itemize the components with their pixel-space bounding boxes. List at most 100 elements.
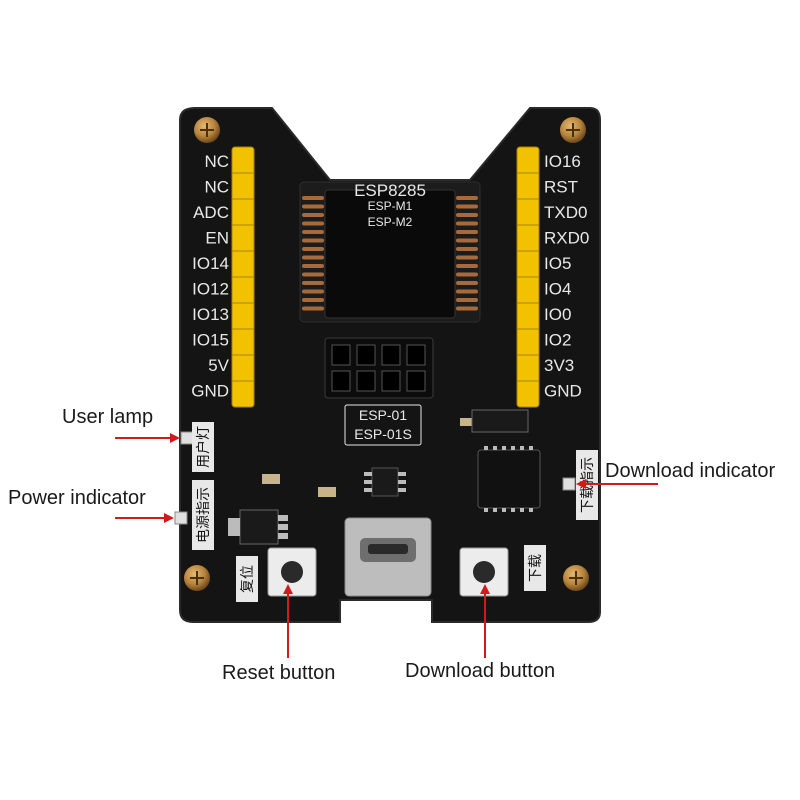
spring-pin [456,298,478,302]
left-pin-label: EN [205,229,229,248]
left-pin-label: NC [204,152,229,171]
socket-hole [406,344,426,366]
silk-download-btn: 下载 [528,554,544,582]
spring-pin [302,230,324,234]
left-pin-label: IO13 [192,305,229,324]
spring-pin [302,238,324,243]
chip-pin [520,508,524,512]
silk-reset-box: 复位 [236,556,258,602]
spring-pin [302,289,324,294]
right-pin-label: TXD0 [544,203,587,222]
spring-pin [302,196,324,200]
voltage-regulator [228,509,288,545]
user-lamp-led [180,431,194,445]
spring-pin [456,247,478,251]
spring-pin [456,221,478,226]
esp01-label: ESP-01 [359,407,407,423]
power-indicator-led [174,511,188,525]
left-pin-label: ADC [193,203,229,222]
spring-pin [302,255,324,260]
chip-pin [511,446,515,450]
chip-pin [529,446,533,450]
left-pin-label: GND [191,382,229,401]
mounting-screws [184,117,589,591]
spring-pin [302,298,324,302]
left-pin-label: 5V [208,356,229,375]
spring-pin [456,272,478,277]
small-ic [364,467,406,497]
silk-reset: 复位 [239,565,256,593]
silk-user-lamp: 用户灯 [195,426,212,468]
right-pin-label: IO5 [544,254,571,273]
chip-pin [484,508,488,512]
socket-hole [356,370,376,392]
micro-usb-port[interactable] [344,517,432,597]
socket-hole [356,344,376,366]
callout-download-indicator: Download indicator [605,460,776,482]
esp01-socket-holes [331,344,426,392]
right-pin-label: IO0 [544,305,571,324]
module-subtitle-1: ESP-M1 [368,199,413,213]
spring-pin [456,196,478,200]
chip-pin [493,446,497,450]
chip-pin [520,446,524,450]
spring-pin [302,247,324,251]
silk-user-lamp-box: 用户灯 [192,422,214,472]
right-pin-label: IO16 [544,152,581,171]
right-pin-label: 3V3 [544,356,574,375]
right-pin-label: RXD0 [544,229,589,248]
socket-hole [406,370,426,392]
spring-pin [456,289,478,294]
silk-download-btn-box: 下载 [524,545,546,591]
spring-pin [456,204,478,209]
download-indicator-led [562,477,576,491]
spring-pin [456,264,478,268]
silk-power-box: 电源指示 [192,480,214,550]
pin-dividers [232,172,539,382]
chip-pin [484,446,488,450]
spring-pin [302,281,324,285]
right-pin-label: GND [544,382,582,401]
pogo-springs [302,196,478,311]
module-subtitle-2: ESP-M2 [368,215,413,229]
socket-hole [331,370,351,392]
chip-pin [502,508,506,512]
reset-button[interactable] [267,547,317,597]
module-slot [324,189,456,319]
left-pin-label: IO15 [192,331,229,350]
spring-pin [302,272,324,277]
callout-user-lamp: User lamp [62,406,154,428]
spring-pin [302,264,324,268]
spring-pin [456,306,478,311]
spring-pin [302,221,324,226]
module-title: ESP8285 [354,181,426,200]
socket-hole [331,344,351,366]
callout-reset-button: Reset button [222,662,336,684]
spring-pin [456,213,478,217]
chip-pin [493,508,497,512]
chip-pin [502,446,506,450]
spring-pin [456,230,478,234]
esp01-socket[interactable] [324,337,434,399]
esp01s-label: ESP-01S [354,426,412,442]
spring-pin [302,213,324,217]
usb-serial-chip [477,446,541,512]
left-pin-label: NC [204,178,229,197]
right-pin-label: RST [544,178,578,197]
download-button[interactable] [459,547,509,597]
spring-pin [302,306,324,311]
spring-pin [302,204,324,209]
spring-pin [456,255,478,260]
callout-power-indicator: Power indicator [8,487,146,509]
right-pin-label: IO4 [544,280,571,299]
callout-download-button: Download button [405,660,556,682]
spring-pin [456,238,478,243]
socket-hole [381,344,401,366]
left-pin-label: IO12 [192,280,229,299]
spring-pin [456,281,478,285]
esp01-label-box [344,404,422,446]
silk-power: 电源指示 [196,487,212,543]
